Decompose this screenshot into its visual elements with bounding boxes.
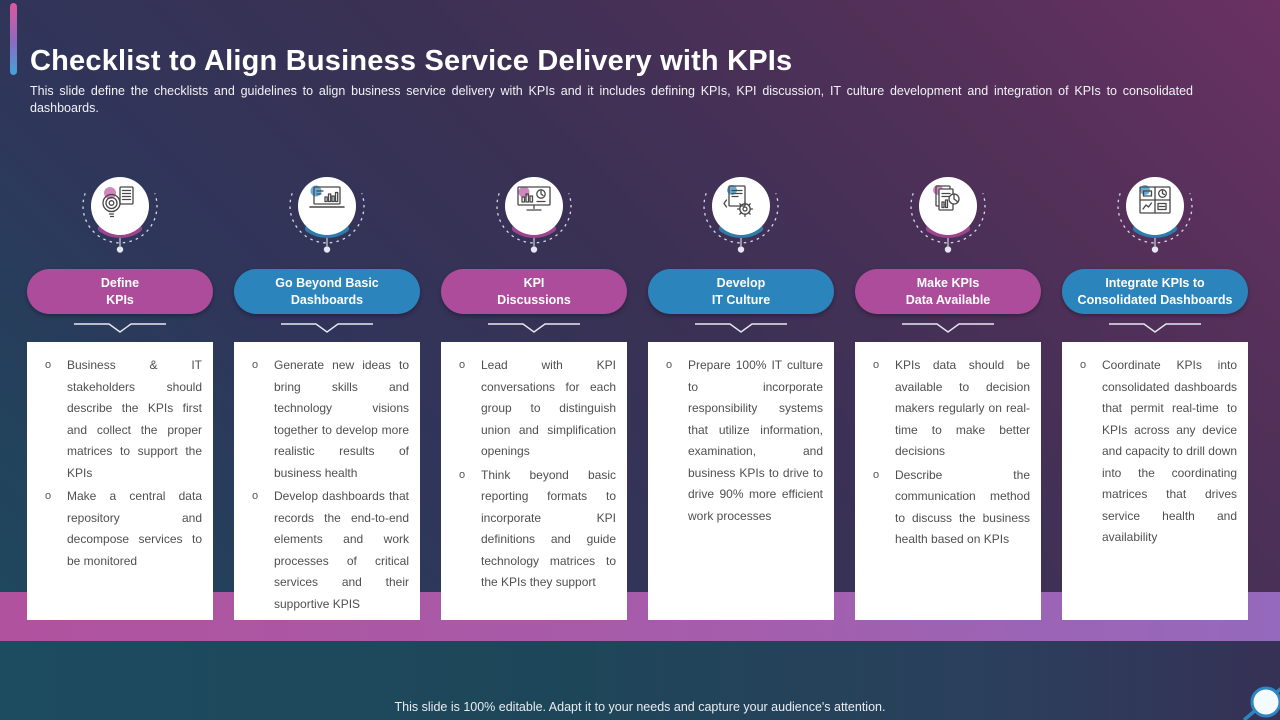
checklist-card: o Coordinate KPIs into consolidated dash… (1062, 342, 1248, 620)
report-pie-chart-icon (910, 177, 986, 253)
monitor-analytics-icon (496, 177, 572, 253)
title-accent-bar (10, 3, 17, 75)
bullet-marker: o (459, 359, 466, 371)
list-item: o Lead with KPI conversations for each g… (459, 355, 621, 463)
list-item: o Generate new ideas to bring skills and… (252, 355, 414, 484)
brand-logo-icon (1242, 686, 1280, 720)
bullet-marker: o (873, 359, 880, 371)
list-item: o Prepare 100% IT culture to incorporate… (666, 355, 828, 527)
checklist-columns: Define KPIs o Business & IT stakeholders… (27, 168, 1248, 620)
bullet-marker: o (1080, 359, 1087, 371)
chevron-divider (1109, 323, 1201, 333)
list-item: o Develop dashboards that records the en… (252, 486, 414, 615)
bullet-marker: o (873, 468, 880, 481)
column-integrate-kpis: Integrate KPIs to Consolidated Dashboard… (1062, 168, 1248, 620)
header-pill-kpi-discussions: KPI Discussions (441, 269, 627, 314)
bullet-marker: o (45, 490, 52, 502)
checklist-card: o Generate new ideas to bring skills and… (234, 342, 420, 620)
header-pill-make-kpis-data-available: Make KPIs Data Available (855, 269, 1041, 314)
chevron-divider (281, 323, 373, 333)
checklist-card: o Business & IT stakeholders should desc… (27, 342, 213, 620)
idea-target-document-icon (82, 177, 158, 253)
column-kpi-discussions: KPI Discussions o Lead with KPI conversa… (441, 168, 627, 620)
checklist-card: o Lead with KPI conversations for each g… (441, 342, 627, 620)
bottom-band (0, 641, 1280, 720)
column-go-beyond-basic-dashboards: Go Beyond Basic Dashboards o Generate ne… (234, 168, 420, 620)
pill-label: Develop IT Culture (711, 276, 771, 307)
pill-label: KPI Discussions (497, 276, 571, 307)
header-pill-go-beyond-basic-dashboards: Go Beyond Basic Dashboards (234, 269, 420, 314)
bullet-marker: o (459, 468, 466, 481)
chevron-divider (488, 323, 580, 333)
pill-label: Integrate KPIs to Consolidated Dashboard… (1077, 276, 1233, 307)
chevron-divider (74, 323, 166, 333)
column-define-kpis: Define KPIs o Business & IT stakeholders… (27, 168, 213, 620)
bullet-marker: o (252, 490, 259, 502)
document-gear-icon (703, 177, 779, 253)
list-item: o Coordinate KPIs into consolidated dash… (1080, 355, 1242, 549)
pill-label: Make KPIs Data Available (905, 276, 991, 307)
header-pill-define-kpis: Define KPIs (27, 269, 213, 314)
header-pill-integrate-kpis: Integrate KPIs to Consolidated Dashboard… (1062, 269, 1248, 314)
editable-note: This slide is 100% editable. Adapt it to… (394, 700, 886, 714)
column-make-kpis-data-available: Make KPIs Data Available o KPIs data sho… (855, 168, 1041, 620)
bullet-marker: o (252, 359, 259, 371)
list-item: o Describe the communication method to d… (873, 465, 1035, 551)
bullet-marker: o (666, 359, 673, 371)
chevron-divider (902, 323, 994, 333)
list-item: o Think beyond basic reporting formats t… (459, 465, 621, 594)
pill-label: Go Beyond Basic Dashboards (275, 276, 379, 307)
list-item: o Business & IT stakeholders should desc… (45, 355, 207, 484)
laptop-bar-chart-icon (289, 177, 365, 253)
checklist-card: o KPIs data should be available to decis… (855, 342, 1041, 620)
pill-label: Define KPIs (100, 276, 140, 307)
checklist-card: o Prepare 100% IT culture to incorporate… (648, 342, 834, 620)
header-pill-develop-it-culture: Develop IT Culture (648, 269, 834, 314)
page-title: Checklist to Align Business Service Deli… (30, 45, 793, 78)
list-item: o KPIs data should be available to decis… (873, 355, 1035, 463)
chevron-divider (695, 323, 787, 333)
slide-subtitle: This slide define the checklists and gui… (30, 83, 1193, 115)
bullet-marker: o (45, 359, 52, 371)
list-item: o Make a central data repository and dec… (45, 486, 207, 572)
dashboard-grid-icon (1117, 177, 1193, 253)
column-develop-it-culture: Develop IT Culture o Prepare 100% IT cul… (648, 168, 834, 620)
